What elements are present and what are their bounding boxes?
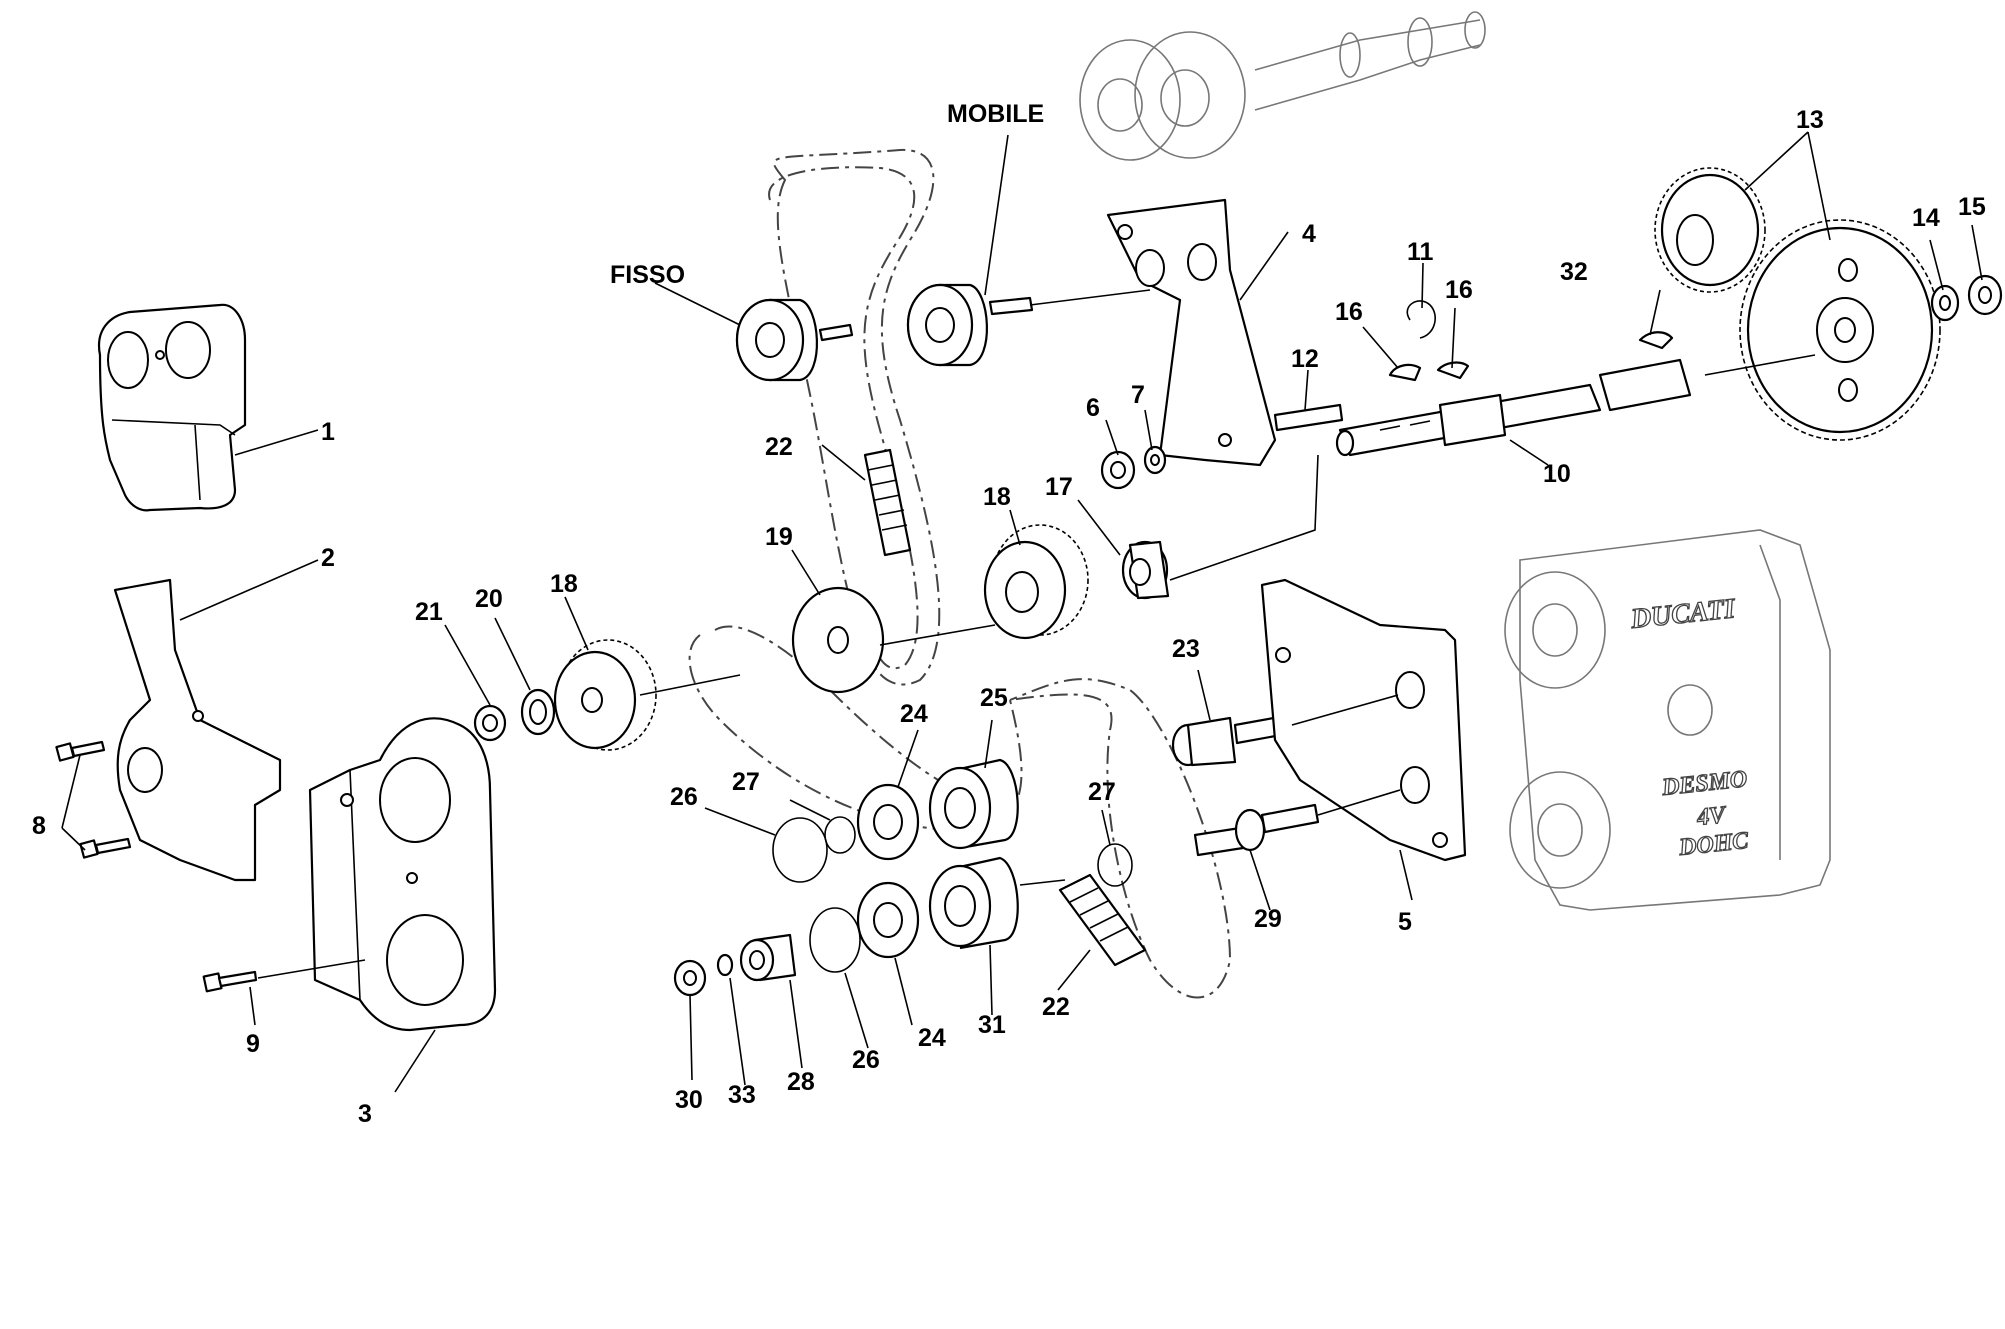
part-4-upper-bracket — [1106, 198, 1277, 467]
part-25-roller — [928, 758, 1019, 850]
callout-32: 32 — [1560, 258, 1588, 286]
callout-22-upper: 22 — [765, 433, 793, 461]
part-5-lower-bracket — [1260, 578, 1467, 862]
engine-head-cover: DUCATI DESMO 4V DOHC — [1504, 529, 1831, 911]
callout-11: 11 — [1407, 238, 1434, 266]
callout-7: 7 — [1131, 381, 1145, 409]
idler-pulley-mobile — [906, 283, 1034, 367]
part-21-nut — [473, 704, 507, 742]
part-12-stud — [1273, 403, 1344, 432]
part-20-washer — [520, 688, 556, 736]
upper-timing-belt — [768, 148, 941, 686]
callout-fisso: FISSO — [610, 261, 685, 289]
part-24-bearing-upper — [856, 783, 920, 861]
part-16-key-right — [1436, 361, 1470, 380]
callout-27-right: 27 — [1088, 778, 1116, 806]
part-7-washer — [1143, 445, 1167, 475]
part-6-nut — [1100, 450, 1136, 490]
callout-9: 9 — [246, 1030, 260, 1058]
part-26-circlip-lower — [809, 907, 861, 973]
idler-pulley-fisso — [735, 298, 854, 382]
callout-19: 19 — [765, 523, 793, 551]
callout-6: 6 — [1086, 394, 1100, 422]
callout-4: 4 — [1302, 220, 1316, 248]
callout-31: 31 — [978, 1011, 1006, 1039]
part-3-lower-cover — [308, 717, 497, 1032]
part-28-eccentric — [739, 933, 797, 982]
part-8-bolts — [55, 740, 132, 859]
callout-33: 33 — [728, 1081, 756, 1109]
camshaft-ghost — [1079, 11, 1486, 161]
callout-10: 10 — [1543, 460, 1571, 488]
callout-13: 13 — [1796, 106, 1824, 134]
callout-3: 3 — [358, 1100, 372, 1128]
part-24-bearing-lower — [856, 881, 920, 959]
part-10-shaft — [1335, 358, 1692, 457]
callout-29: 29 — [1254, 905, 1282, 933]
engine-cover-line2: 4V — [1695, 802, 1729, 831]
part-2-inner-cover — [113, 578, 282, 882]
callout-28: 28 — [787, 1068, 815, 1096]
part-18-pulley-lower — [553, 639, 657, 751]
part-19-disk — [791, 586, 885, 694]
callout-23: 23 — [1172, 635, 1200, 663]
engine-cover-brand: DUCATI — [1628, 593, 1737, 635]
part-30-nut — [673, 959, 707, 997]
callout-labels: 1 2 3 4 5 6 7 8 9 10 11 12 13 14 15 16 1… — [32, 100, 1986, 1128]
callout-20: 20 — [475, 585, 503, 613]
callout-18-upper: 18 — [983, 483, 1011, 511]
part-15-nut — [1967, 274, 2003, 316]
callout-5: 5 — [1398, 908, 1412, 936]
part-32-key — [1638, 331, 1674, 350]
part-17-spacer — [1121, 540, 1170, 600]
part-29-stud — [1193, 803, 1320, 857]
part-27-circlip-left — [824, 816, 856, 854]
part-1-upper-cover — [97, 303, 247, 512]
callout-1: 1 — [321, 418, 335, 446]
part-9-bolt — [202, 970, 258, 993]
callout-14: 14 — [1912, 204, 1940, 232]
part-14-washer — [1930, 284, 1960, 322]
part-31-roller — [928, 856, 1019, 950]
callout-22-lower: 22 — [1042, 993, 1070, 1021]
part-16-key-left — [1388, 363, 1422, 382]
part-18-pulley-upper — [983, 524, 1089, 640]
callout-12: 12 — [1291, 345, 1319, 373]
callout-25: 25 — [980, 684, 1008, 712]
part-26-circlip-upper — [772, 817, 828, 883]
engine-cover-line1: DESMO — [1660, 766, 1749, 801]
callout-17: 17 — [1045, 473, 1073, 501]
callout-2: 2 — [321, 544, 335, 572]
callout-26-lower: 26 — [852, 1046, 880, 1074]
part-11-circlip — [1406, 300, 1436, 339]
part-22-belt-segment-lower — [1058, 873, 1147, 967]
part-13-large-gear — [1739, 219, 1941, 441]
callout-8: 8 — [32, 812, 46, 840]
callout-21: 21 — [415, 598, 443, 626]
assembly-axis-lines — [257, 289, 1816, 979]
callout-15: 15 — [1958, 193, 1986, 221]
part-13-small-gear — [1654, 167, 1766, 293]
part-33-washer — [716, 953, 734, 977]
callout-26-upper: 26 — [670, 783, 698, 811]
callout-leaders — [61, 131, 1983, 1093]
callout-16-right: 16 — [1445, 276, 1473, 304]
callout-30: 30 — [675, 1086, 703, 1114]
part-27-circlip-right — [1097, 843, 1133, 887]
engine-cover-line3: DOHC — [1677, 828, 1751, 861]
part-22-belt-segment-upper — [863, 448, 912, 557]
callout-24-upper: 24 — [900, 700, 928, 728]
callout-16-left: 16 — [1335, 298, 1363, 326]
callout-24-lower: 24 — [918, 1024, 946, 1052]
callout-mobile: MOBILE — [947, 100, 1044, 128]
callout-27-left: 27 — [732, 768, 760, 796]
callout-18-lower: 18 — [550, 570, 578, 598]
